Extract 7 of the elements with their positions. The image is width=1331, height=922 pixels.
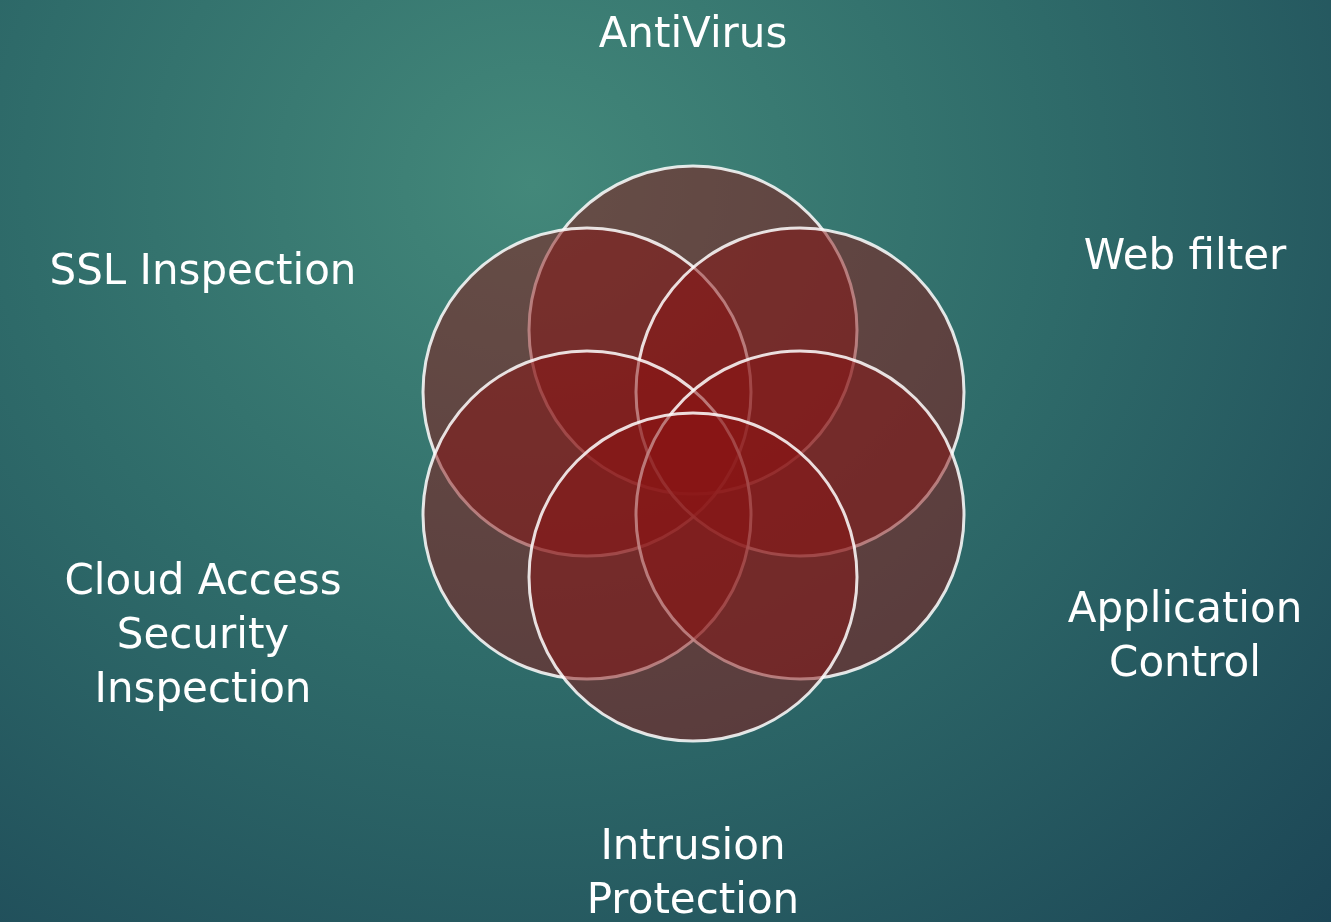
circle-label: Web filter (1082, 229, 1288, 281)
circle-label: SSL Inspection (48, 244, 358, 296)
circle (527, 411, 859, 743)
circle-label: Intrusion Protection (585, 819, 801, 922)
circle-label: AntiVirus (597, 7, 789, 59)
circle-label: Application Control (1066, 582, 1304, 688)
circle-label: Cloud Access Security Inspection (63, 554, 343, 714)
